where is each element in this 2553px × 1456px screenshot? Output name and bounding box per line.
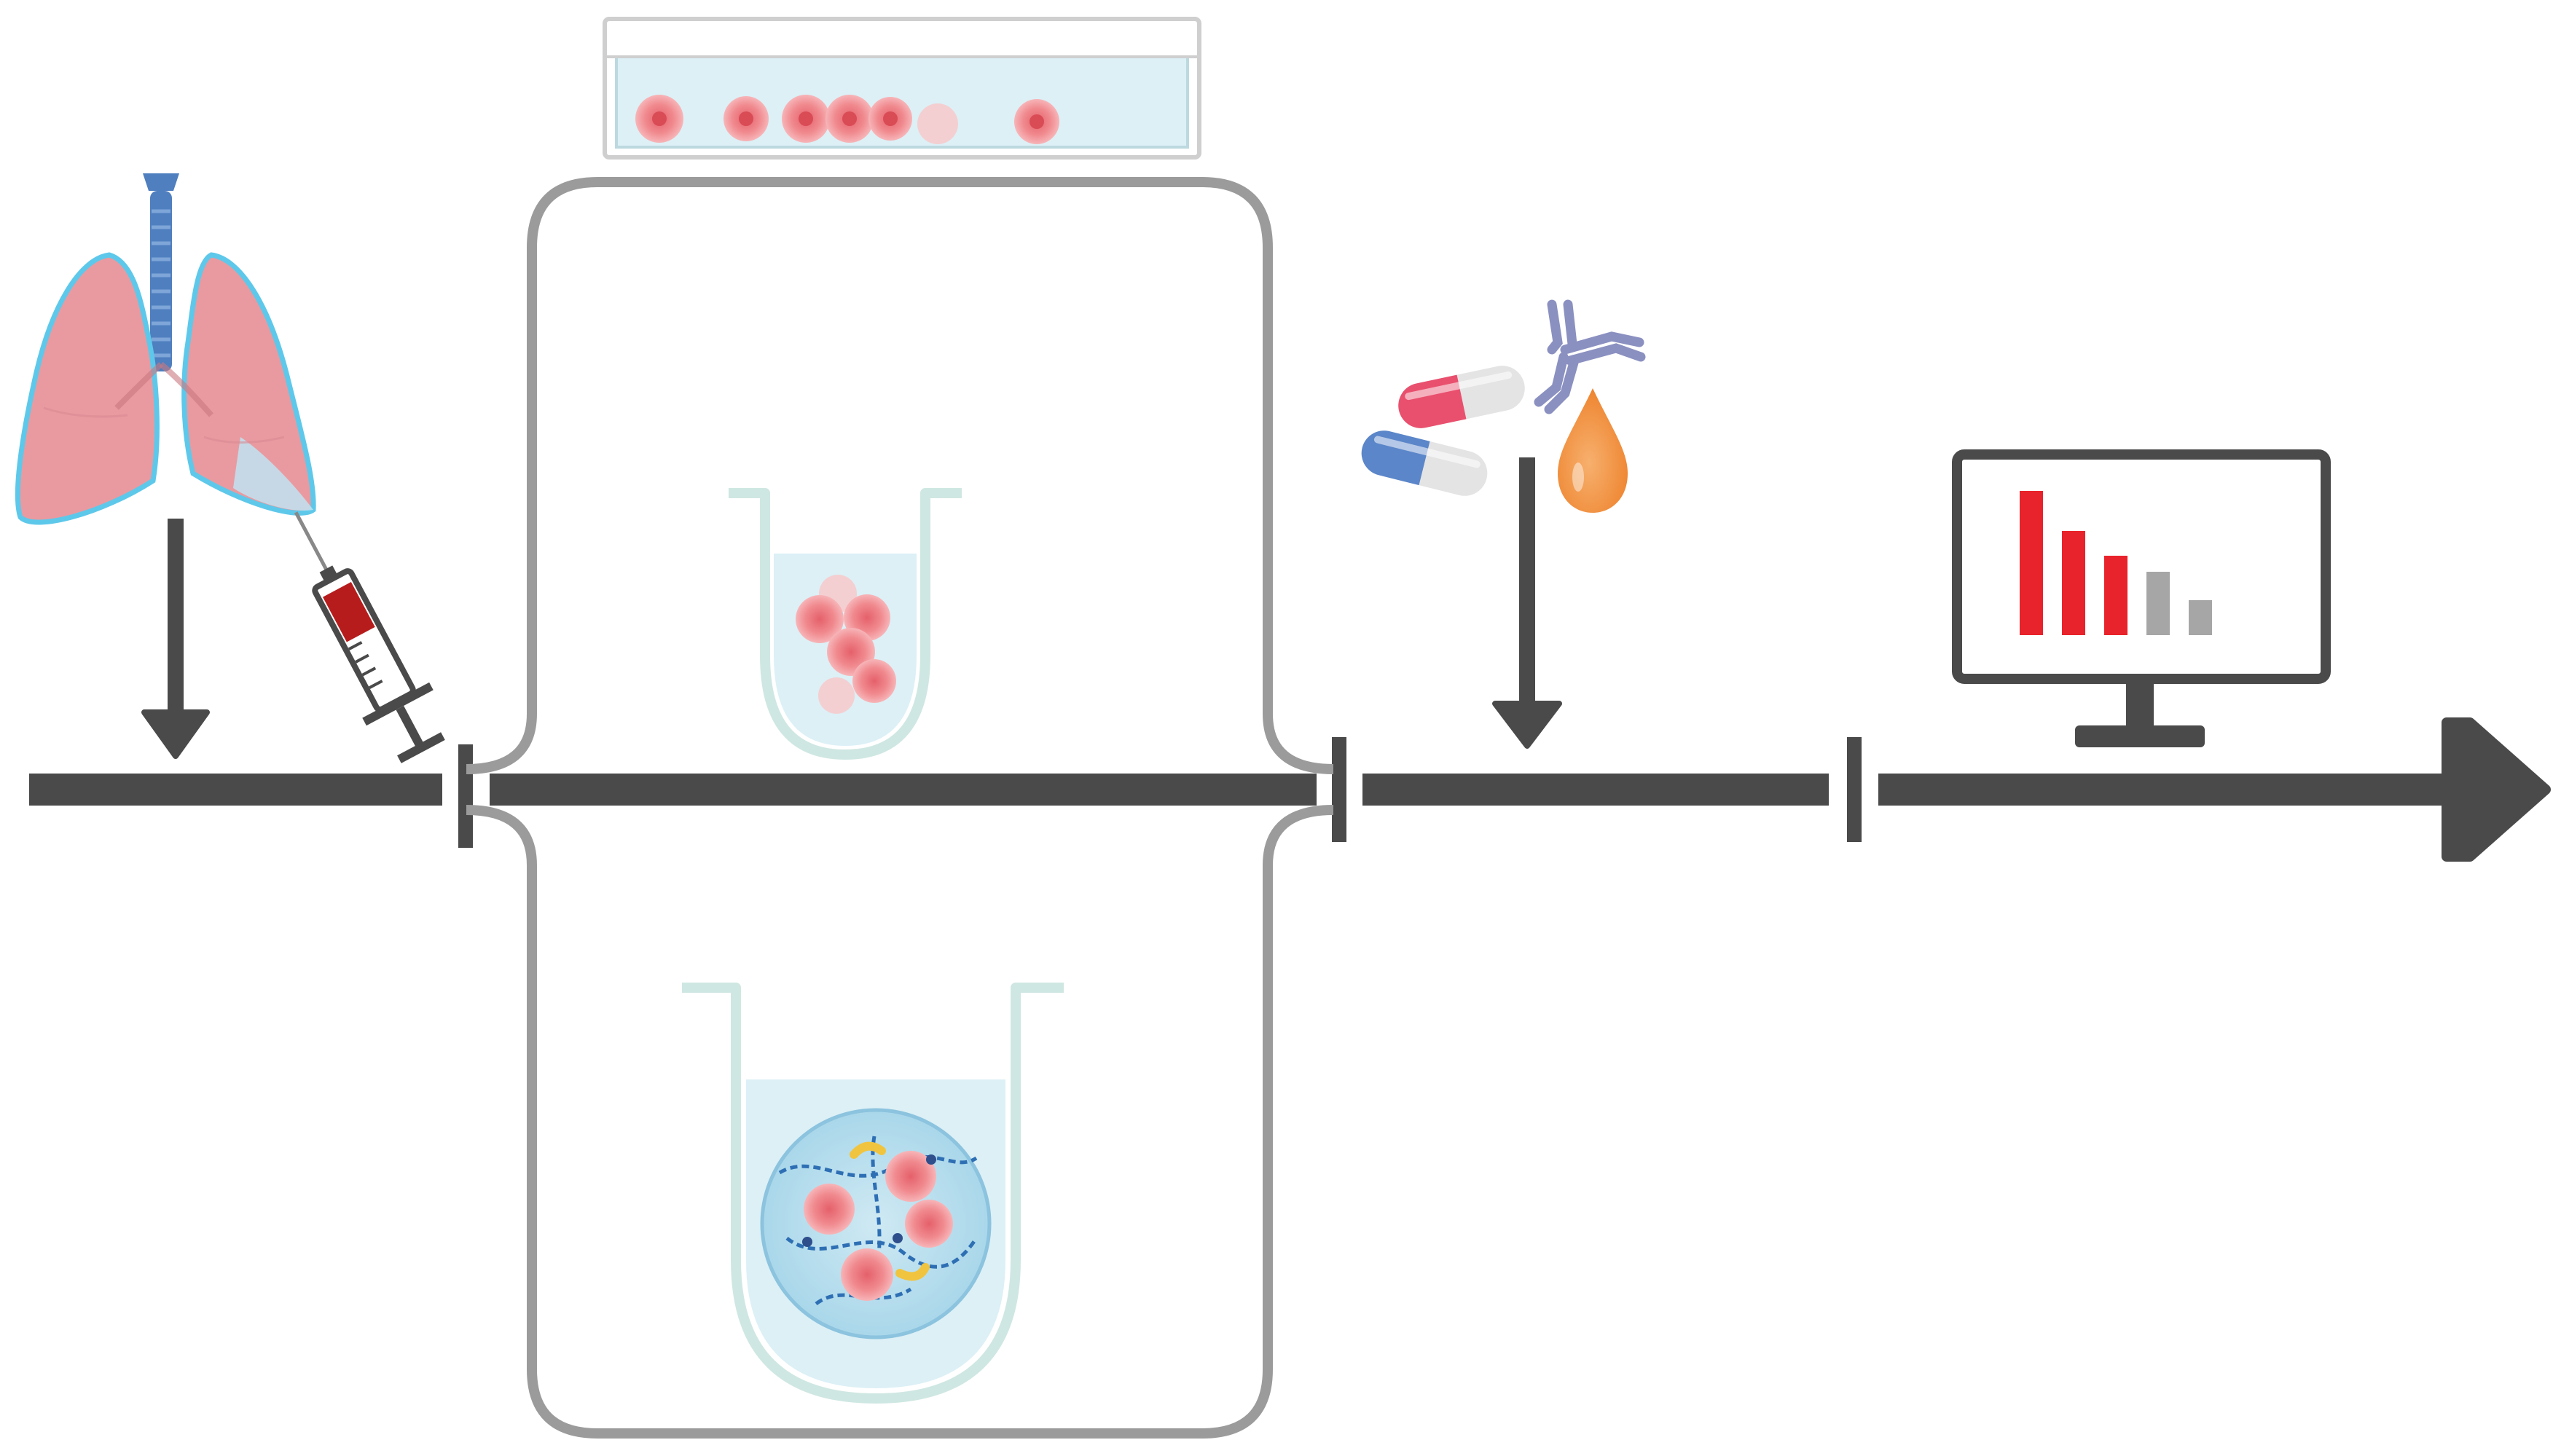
readout-bar [2146,572,2170,635]
timeline-arrowhead-icon [2442,717,2551,862]
drop-icon [1558,388,1628,513]
readout-bar [2189,600,2212,635]
timeline-segment-3 [1362,774,1829,806]
treatment-arrow [1492,457,1562,749]
readout-bar [2020,491,2043,635]
timeline-segment-4 [1878,774,2463,806]
monitor-icon [1952,449,2331,747]
hydrogel-dome-icon [760,1108,992,1339]
spheroid-icon [796,575,896,714]
capsule-pill-icon [1398,366,1525,428]
capsule-pill-icon [1361,430,1488,496]
readout-bar [2104,556,2128,635]
spheroid-well-icon [729,488,962,760]
timeline-divider-2 [1332,737,1346,842]
timeline-divider-3 [1847,737,1862,842]
culture-bracket [466,177,1334,1439]
timeline [29,717,2551,862]
readout-bar [2062,531,2085,635]
organoid-well-icon [682,983,1064,1404]
bar-chart-icon [2020,491,2212,635]
cell-icon [635,95,1059,144]
sampling-arrow [141,519,210,759]
timeline-segment-2 [490,774,1317,806]
antibody-icon [1534,299,1646,414]
syringe-icon [294,511,445,763]
lungs-icon [15,173,316,525]
timeline-segment-1 [29,774,442,806]
petri-dish-icon [603,17,1201,160]
timeline-divider-1 [458,744,473,848]
